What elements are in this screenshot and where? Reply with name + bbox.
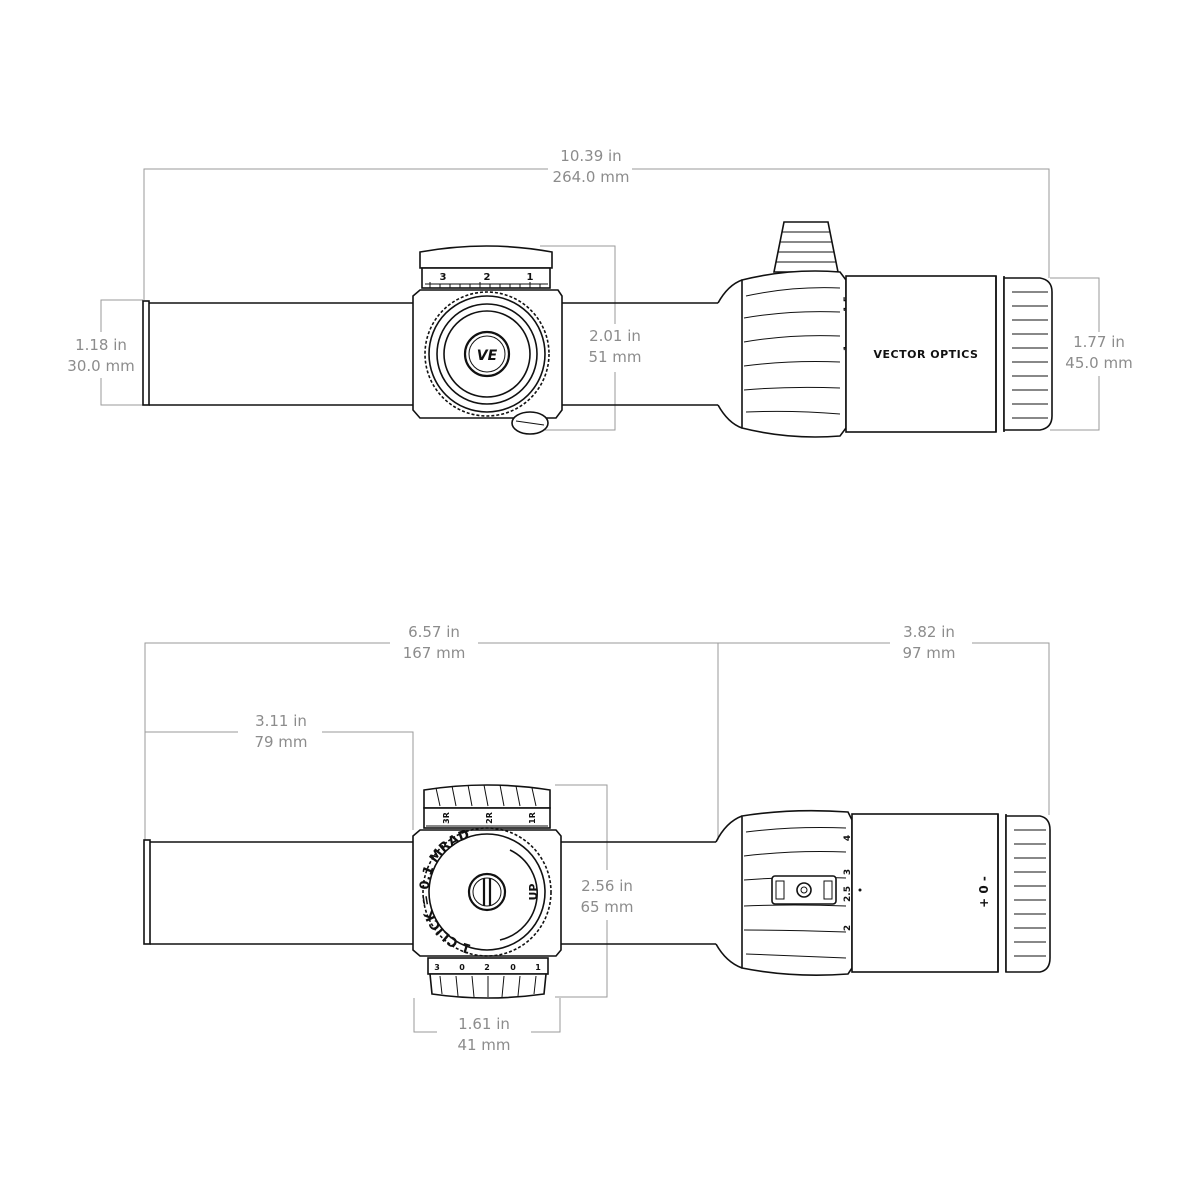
eyepiece-ring-bottom [1005,815,1051,973]
front-to-turret-in: 3.11 in [255,712,307,730]
turret-center-to-rear-in: 3.82 in [903,623,955,641]
scope-body-top: 3 2 1 VE [142,221,1053,438]
turret-height-bottom-in: 2.56 in [581,877,633,895]
turret-height-bottom-mm: 65 mm [580,898,633,916]
turret-width-mm: 41 mm [457,1036,510,1054]
bottom-dial-label-0b: 0 [510,963,516,972]
ocular-housing-top: VECTOR OPTICS [845,275,1005,433]
bottom-dial [427,957,549,999]
eyepiece-diameter-mm: 45.0 mm [1065,354,1132,372]
eyepiece-diameter-dimension: 1.77 in 45.0 mm [1050,277,1133,431]
power-ring-top [741,270,847,438]
turret-height-mm: 51 mm [588,348,641,366]
turret-scale-label-2: 2 [484,272,491,283]
bottom-mag-mark-2-5: 2.5 [843,886,853,902]
bottom-mag-mark-3: 3 [843,869,853,875]
eyepiece-diameter-in: 1.77 in [1073,333,1125,351]
turret-height-dimension: 2.01 in 51 mm [540,245,642,431]
tube-diameter-dimension: 1.18 in 30.0 mm [67,299,143,406]
scope-body-bottom: 3R 2R 1R 1 CLICK = 0.1 MRAD UP [143,784,1051,999]
bottom-dial-label-2: 2 [484,963,490,972]
throw-lever [773,221,839,273]
diopter-marking: + 0 - [977,876,991,908]
front-to-turret-dimension: 3.11 in 79 mm [145,712,414,830]
elevation-dial [423,784,551,829]
eyepiece-ring-top [1003,277,1053,431]
dial-label-2r: 2R [485,812,494,824]
direction-up-text: UP [527,884,540,901]
overall-length-in: 10.39 in [560,147,621,165]
brand-logo: VECTOR OPTICS [874,348,979,361]
windage-knob: VE [424,291,550,417]
top-view: 10.39 in 264.0 mm 1.18 in 30.0 mm 2.01 i… [67,147,1133,438]
tube-diameter-in: 1.18 in [75,336,127,354]
turret-scale-label-1: 1 [527,272,534,283]
illumination-knob [511,411,549,435]
overall-length-dimension: 10.39 in 264.0 mm [143,147,1050,300]
turret-scale-label-3: 3 [440,272,447,283]
logo-ve: VE [477,348,498,364]
bottom-mag-mark-2: 2 [843,925,853,931]
front-to-turret-mm: 79 mm [254,733,307,751]
dial-label-3r: 3R [442,812,451,824]
turret-height-bottom-dimension: 2.56 in 65 mm [555,784,634,998]
turret-center-to-rear-dimension: 3.82 in 97 mm [718,623,1050,815]
turret-height-in: 2.01 in [589,327,641,345]
bottom-view: 6.57 in 167 mm 3.82 in 97 mm 3.11 in 79 … [143,623,1051,1054]
tube-diameter-mm: 30.0 mm [67,357,134,375]
bottom-mag-mark-4: 4 [843,835,853,841]
power-ring-bottom [741,809,853,976]
dial-label-1r: 1R [528,812,537,824]
ocular-housing-bottom: + 0 - [851,813,1007,973]
turret-width-in: 1.61 in [458,1015,510,1033]
front-to-turret-center-in: 6.57 in [408,623,460,641]
bottom-dial-label-0a: 0 [459,963,465,972]
turret-center-to-rear-mm: 97 mm [902,644,955,662]
turret-width-dimension: 1.61 in 41 mm [413,998,561,1054]
bottom-dial-label-3: 3 [434,963,440,972]
overall-length-mm: 264.0 mm [553,168,630,186]
index-dot [858,888,862,892]
front-to-turret-center-mm: 167 mm [403,644,466,662]
turret-scale-ticks [429,282,541,288]
bottom-dial-label-1: 1 [535,963,541,972]
